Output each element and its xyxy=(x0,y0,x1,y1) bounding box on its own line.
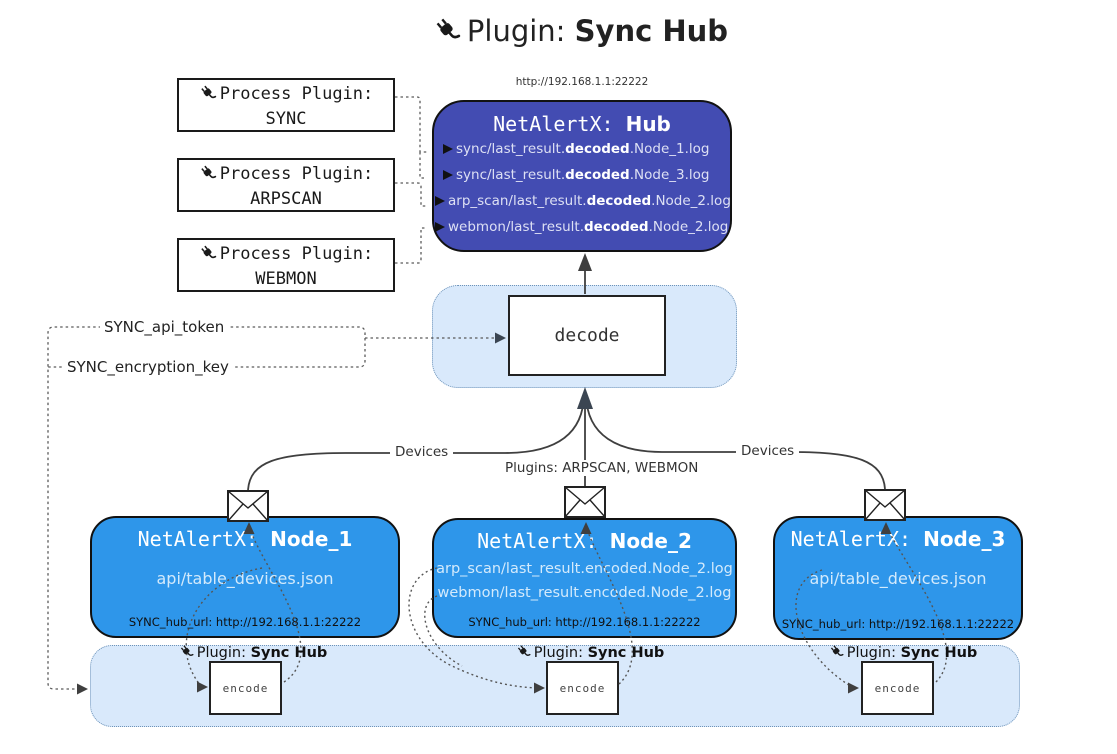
node-title: NetAlertX: Node_1 xyxy=(92,527,398,551)
log-suffix: .Node_3.log xyxy=(629,167,710,183)
plug-icon xyxy=(199,164,218,183)
hub-box: NetAlertX: Hub sync/last_result.decoded.… xyxy=(432,100,732,252)
node-title: NetAlertX: Node_3 xyxy=(775,527,1021,551)
node-file: api/table_devices.json xyxy=(156,569,334,588)
page-title: Plugin: Sync Hub xyxy=(0,14,1117,48)
devices-edge-label-right: Devices xyxy=(736,443,800,459)
title-bold: Sync Hub xyxy=(574,14,729,48)
process-plugin-text: Process Plugin: xyxy=(219,84,374,104)
log-prefix: arp_scan/last_result. xyxy=(448,193,587,209)
sync-encryption-key-label: SYNC_encryption_key xyxy=(63,358,233,376)
hub-title-bold: Hub xyxy=(625,112,671,136)
log-bold: decoded xyxy=(584,219,649,235)
title-prefix: Plugin: xyxy=(466,14,575,48)
log-prefix: webmon/last_result. xyxy=(448,219,585,235)
node-file: api/table_devices.json xyxy=(809,569,987,588)
hub-log-row: sync/last_result.decoded.Node_3.log xyxy=(434,162,730,188)
process-plugin-box-arpscan: Process Plugin: ARPSCAN xyxy=(177,158,395,212)
plug-icon xyxy=(179,644,195,660)
encode-plugin-prefix: Plugin: xyxy=(196,645,251,661)
node-2-box: NetAlertX: Node_2 arp_scan/last_result.e… xyxy=(432,518,737,638)
encode-box-3: encode xyxy=(861,661,934,715)
arrowhead-decode-to-hub xyxy=(578,253,592,271)
encode-plugin-label-2: Plugin: Sync Hub xyxy=(480,644,700,661)
envelope-icon xyxy=(227,490,269,522)
arrow-right-icon xyxy=(443,144,453,154)
plug-icon xyxy=(199,84,218,103)
arrowhead-into-bottom-container xyxy=(77,683,88,695)
hub-url-label: http://192.168.1.1:22222 xyxy=(515,76,649,88)
log-suffix: .Node_2.log xyxy=(651,193,731,209)
encode-box-2: encode xyxy=(546,661,619,715)
process-plugin-box-sync: Process Plugin: SYNC xyxy=(177,78,395,132)
node-title-prefix: NetAlertX: xyxy=(137,527,271,551)
arrow-right-icon xyxy=(435,196,445,206)
process-plugin-name: ARPSCAN xyxy=(250,189,322,209)
hub-title: NetAlertX: Hub xyxy=(434,112,730,136)
process-plugin-name: SYNC xyxy=(265,109,307,129)
arrow-right-icon xyxy=(443,170,453,180)
plug-icon xyxy=(516,644,532,660)
decode-box: decode xyxy=(508,295,666,376)
node-title: NetAlertX: Node_2 xyxy=(434,529,735,553)
process-plugin-text: Process Plugin: xyxy=(219,164,374,184)
log-prefix: sync/last_result. xyxy=(456,167,566,183)
encode-plugin-label-3: Plugin: Sync Hub xyxy=(793,644,1013,661)
log-bold: decoded xyxy=(565,167,630,183)
envelope-icon xyxy=(564,486,606,518)
plug-icon xyxy=(433,16,463,46)
encode-plugin-label-1: Plugin: Sync Hub xyxy=(143,644,363,661)
log-suffix: .Node_2.log xyxy=(648,219,729,235)
process-plugin-text: Process Plugin: xyxy=(219,244,374,264)
node-hub-url: SYNC_hub_url: http://192.168.1.1:22222 xyxy=(781,617,1015,631)
process-plugin-label: Process Plugin: xyxy=(179,82,393,107)
hub-log-row: arp_scan/last_result.decoded.Node_2.log xyxy=(434,188,731,214)
node-3-box: NetAlertX: Node_3 api/table_devices.json… xyxy=(773,516,1023,640)
process-plugin-label: Process Plugin: xyxy=(179,242,393,267)
envelope-icon xyxy=(864,489,906,521)
encode-plugin-prefix: Plugin: xyxy=(846,645,901,661)
hub-title-prefix: NetAlertX: xyxy=(493,112,626,136)
encode-plugin-bold: Sync Hub xyxy=(900,645,978,661)
node-hub-url: SYNC_hub_url: http://192.168.1.1:22222 xyxy=(468,615,701,629)
plug-icon xyxy=(829,644,845,660)
process-plugin-label: Process Plugin: xyxy=(179,162,393,187)
devices-edge-label-left: Devices xyxy=(390,444,454,460)
log-bold: decoded xyxy=(586,193,652,209)
hub-log-row: webmon/last_result.decoded.Node_2.log xyxy=(434,214,730,240)
process-plugin-name: WEBMON xyxy=(255,269,317,289)
encode-plugin-bold: Sync Hub xyxy=(587,645,665,661)
encode-box-1: encode xyxy=(209,661,282,715)
hub-log-row: sync/last_result.decoded.Node_1.log xyxy=(434,136,730,162)
log-suffix: .Node_1.log xyxy=(629,141,710,157)
encode-plugin-bold: Sync Hub xyxy=(250,645,328,661)
plug-icon xyxy=(199,244,218,263)
node-title-prefix: NetAlertX: xyxy=(477,529,610,553)
process-plugin-box-webmon: Process Plugin: WEBMON xyxy=(177,238,395,292)
log-bold: decoded xyxy=(565,141,630,157)
node-title-prefix: NetAlertX: xyxy=(790,527,924,551)
log-prefix: sync/last_result. xyxy=(456,141,566,157)
node-1-box: NetAlertX: Node_1 api/table_devices.json… xyxy=(90,516,400,638)
node-file: arp_scan/last_result.encoded.Node_2.log xyxy=(436,561,733,577)
node-hub-url: SYNC_hub_url: http://192.168.1.1:22222 xyxy=(128,615,362,629)
plugins-edge-label: Plugins: ARPSCAN, WEBMON xyxy=(500,460,704,476)
node-title-bold: Node_3 xyxy=(923,527,1006,551)
node-title-bold: Node_2 xyxy=(609,529,692,553)
node-title-bold: Node_1 xyxy=(270,527,353,551)
arrow-right-icon xyxy=(435,222,445,232)
node-file: webmon/last_result.encoded.Node_2.log xyxy=(437,585,732,601)
encode-plugin-prefix: Plugin: xyxy=(533,645,588,661)
arrowhead-into-decode-container xyxy=(577,387,593,409)
sync-api-token-label: SYNC_api_token xyxy=(100,318,229,336)
